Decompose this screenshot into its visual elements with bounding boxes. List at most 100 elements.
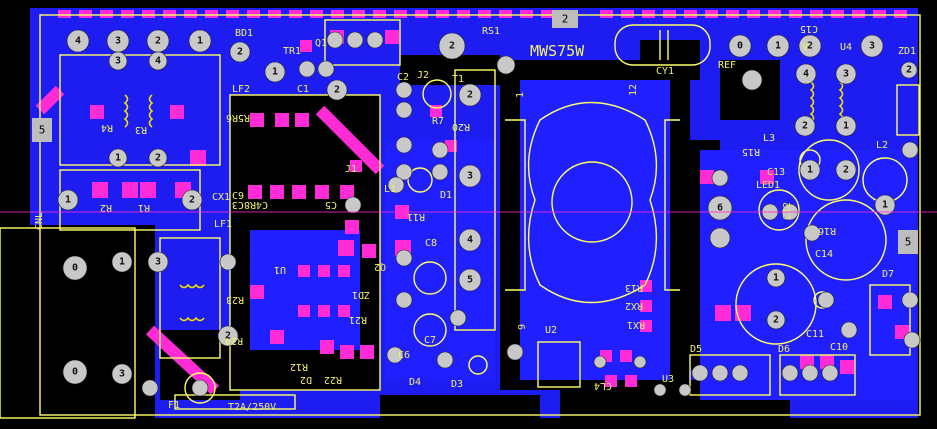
fuse-rating-label: T2A/250V [228,402,276,413]
designator-led1: LED1 [756,180,780,191]
through-hole-pad: 1 [799,159,821,181]
edge-tick [247,10,260,18]
designator-ref: REF [718,60,736,71]
edge-tick [289,10,302,18]
edge-tick-row [58,10,907,18]
through-hole-pad: 3 [860,34,884,58]
through-hole-pad: 4 [458,228,482,252]
edge-tick [894,10,907,18]
designator-n9: 9 [517,324,528,330]
through-hole-pad: 2 [900,61,918,79]
through-hole-pad [840,321,858,339]
designator-c2: C2 [397,72,409,83]
pin-number: 0 [72,263,78,274]
designator-c6: C6 [398,350,410,361]
pin-number: 5 [467,275,473,286]
through-hole-pad: 1 [111,251,133,273]
designator-u4: U4 [840,42,852,53]
edge-tick [684,10,697,18]
smd-pad [640,300,652,312]
pin-number: 3 [869,41,875,52]
designator-rs1: RS1 [482,26,500,37]
designator-r22: R22 [324,374,342,385]
designator-n1: 1 [515,92,526,98]
through-hole-pad: 2 [181,189,203,211]
through-hole-pad: 2 [766,310,786,330]
svg-text:5: 5 [39,124,46,137]
smd-pad [338,240,354,256]
designator-rx2: RX2 [625,300,643,311]
through-hole-pad: 1 [264,61,286,83]
edge-tick [415,10,428,18]
edge-tick [184,10,197,18]
through-hole-pad [741,69,763,91]
edge-tick [79,10,92,18]
smd-pad [298,265,310,277]
designator-lf1: LF1 [214,219,232,230]
through-hole-pad [506,343,524,361]
designator-r16: R16 [818,225,836,236]
designator-l2: L2 [876,140,888,151]
through-hole-pad: 2 [326,79,348,101]
pin-number: 2 [237,47,243,58]
through-hole-pad [781,364,799,382]
edge-tick [331,10,344,18]
through-hole-pad: 1 [766,34,790,58]
designator-q1: Q1 [315,38,327,49]
edge-tick [58,10,71,18]
edge-tick [394,10,407,18]
smd-pad [295,113,309,127]
pin-number: 0 [737,41,743,52]
through-hole-pad [817,291,835,309]
designator-r23: R23 [226,294,244,305]
designator-cx1: CX1 [212,192,230,203]
smd-pad [735,305,751,321]
smd-pad [345,220,359,234]
through-hole-pad: 3 [108,51,128,71]
edge-tick [789,10,802,18]
smd-pad [140,182,156,198]
smd-pad [625,375,637,387]
pin-number: 4 [803,69,809,80]
through-hole-pad: 3 [147,251,169,273]
through-hole-pad [395,81,413,99]
edge-tick [541,10,554,18]
through-hole-pad [395,249,413,267]
smd-pad [385,30,399,44]
designator-d1: D1 [440,190,452,201]
smd-pad [760,170,774,184]
badge-top: 2 [552,10,578,28]
smd-pad [700,170,714,184]
through-hole-pad: 2 [835,159,857,181]
designator-d7: D7 [882,269,894,280]
pin-number: 2 [449,41,455,52]
smd-pad [122,182,138,198]
smd-pad [340,185,354,199]
smd-pad [248,185,262,199]
smd-pad [90,105,104,119]
designator-c13: C13 [767,167,785,178]
edge-tick [268,10,281,18]
designator-rx1: RX1 [627,319,645,330]
pin-number: 3 [119,369,125,380]
designator-d3: D3 [451,379,463,390]
through-hole-pad [395,101,413,119]
pin-number: 1 [119,257,125,268]
designator-r12: R12 [290,361,308,372]
pin-number: 1 [882,200,888,211]
designator-f1: F1 [168,400,180,411]
pin-number: 4 [155,56,161,67]
edge-tick [768,10,781,18]
pin-number: 1 [773,273,779,284]
smd-pad [250,113,264,127]
smd-pad [338,305,350,317]
through-hole-pad [633,355,647,369]
through-hole-pad: 3 [458,164,482,188]
pin-number: 6 [717,203,723,214]
through-hole-pad [803,224,821,242]
through-hole-pad: 4 [148,51,168,71]
designator-j1: J1 [345,164,357,175]
through-hole-pad [691,364,709,382]
